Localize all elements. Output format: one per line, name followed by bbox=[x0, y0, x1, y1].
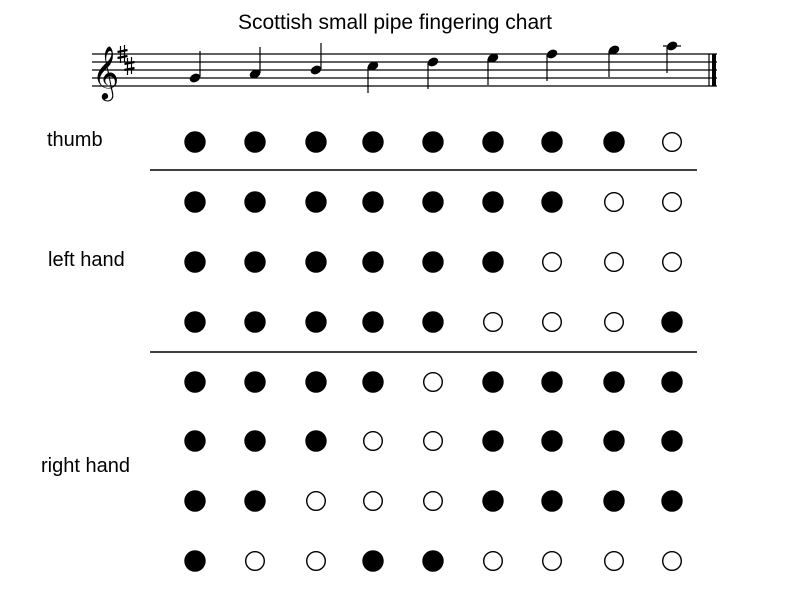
sharp-icon bbox=[117, 48, 128, 54]
closed-hole-r1-D5 bbox=[422, 131, 444, 153]
closed-hole-r6-E5 bbox=[482, 430, 504, 452]
closed-hole-r5-G4 bbox=[184, 371, 206, 393]
note-head-C5 bbox=[367, 61, 379, 71]
sharp-icon bbox=[117, 54, 128, 60]
closed-hole-r3-E5 bbox=[482, 251, 504, 273]
closed-hole-r5-B4 bbox=[305, 371, 327, 393]
closed-hole-r2-G4 bbox=[184, 191, 206, 213]
open-hole-r7-D5 bbox=[423, 491, 444, 512]
closed-hole-r7-A4 bbox=[244, 490, 266, 512]
closed-hole-r6-G4 bbox=[184, 430, 206, 452]
closed-hole-r5-F5 bbox=[541, 371, 563, 393]
closed-hole-r5-G5 bbox=[603, 371, 625, 393]
closed-hole-r2-B4 bbox=[305, 191, 327, 213]
sharp-icon bbox=[124, 66, 135, 72]
note-head-D5 bbox=[427, 57, 439, 67]
closed-hole-r6-B4 bbox=[305, 430, 327, 452]
open-hole-r2-G5 bbox=[604, 191, 625, 212]
closed-hole-r5-E5 bbox=[482, 371, 504, 393]
note-head-F5 bbox=[546, 49, 558, 59]
closed-hole-r4-D5 bbox=[422, 311, 444, 333]
closed-hole-r6-G5 bbox=[603, 430, 625, 452]
closed-hole-r6-A5 bbox=[661, 430, 683, 452]
closed-hole-r7-E5 bbox=[482, 490, 504, 512]
closed-hole-r6-A4 bbox=[244, 430, 266, 452]
closed-hole-r3-G4 bbox=[184, 251, 206, 273]
open-hole-r8-B4 bbox=[306, 551, 327, 572]
closed-hole-r7-F5 bbox=[541, 490, 563, 512]
open-hole-r1-A5 bbox=[662, 131, 683, 152]
closed-hole-r6-F5 bbox=[541, 430, 563, 452]
closed-hole-r5-C5 bbox=[362, 371, 384, 393]
label-right-hand: right hand bbox=[41, 455, 130, 477]
open-hole-r4-G5 bbox=[604, 312, 625, 333]
open-hole-r8-E5 bbox=[483, 551, 504, 572]
barline-thick bbox=[712, 54, 716, 86]
closed-hole-r4-A5 bbox=[661, 311, 683, 333]
closed-hole-r3-B4 bbox=[305, 251, 327, 273]
open-hole-r3-G5 bbox=[604, 251, 625, 272]
open-hole-r7-C5 bbox=[363, 491, 384, 512]
open-hole-r6-C5 bbox=[363, 431, 384, 452]
sharp-icon bbox=[124, 60, 135, 66]
closed-hole-r3-A4 bbox=[244, 251, 266, 273]
closed-hole-r7-G5 bbox=[603, 490, 625, 512]
note-head-B4 bbox=[310, 65, 322, 75]
closed-hole-r2-C5 bbox=[362, 191, 384, 213]
open-hole-r7-B4 bbox=[306, 491, 327, 512]
closed-hole-r1-G5 bbox=[603, 131, 625, 153]
closed-hole-r1-G4 bbox=[184, 131, 206, 153]
closed-hole-r4-A4 bbox=[244, 311, 266, 333]
open-hole-r8-A5 bbox=[662, 551, 683, 572]
note-head-G5 bbox=[608, 45, 620, 55]
open-hole-r3-A5 bbox=[662, 251, 683, 272]
label-left-hand: left hand bbox=[48, 249, 125, 271]
closed-hole-r8-C5 bbox=[362, 550, 384, 572]
treble-clef-icon: 𝄞 bbox=[92, 45, 119, 101]
note-head-A4 bbox=[249, 69, 261, 79]
closed-hole-r1-C5 bbox=[362, 131, 384, 153]
closed-hole-r2-E5 bbox=[482, 191, 504, 213]
closed-hole-r3-D5 bbox=[422, 251, 444, 273]
label-thumb: thumb bbox=[47, 129, 103, 151]
closed-hole-r4-G4 bbox=[184, 311, 206, 333]
closed-hole-r5-A4 bbox=[244, 371, 266, 393]
open-hole-r2-A5 bbox=[662, 191, 683, 212]
closed-hole-r8-D5 bbox=[422, 550, 444, 572]
closed-hole-r7-A5 bbox=[661, 490, 683, 512]
chart-title: Scottish small pipe fingering chart bbox=[238, 11, 552, 34]
note-head-G4 bbox=[189, 73, 201, 83]
closed-hole-r1-E5 bbox=[482, 131, 504, 153]
open-hole-r3-F5 bbox=[542, 251, 563, 272]
open-hole-r6-D5 bbox=[423, 431, 444, 452]
closed-hole-r2-F5 bbox=[541, 191, 563, 213]
closed-hole-r7-G4 bbox=[184, 490, 206, 512]
closed-hole-r1-A4 bbox=[244, 131, 266, 153]
open-hole-r4-F5 bbox=[542, 312, 563, 333]
closed-hole-r1-B4 bbox=[305, 131, 327, 153]
closed-hole-r2-A4 bbox=[244, 191, 266, 213]
open-hole-r8-A4 bbox=[244, 551, 265, 572]
note-head-A5 bbox=[666, 41, 678, 51]
closed-hole-r4-C5 bbox=[362, 311, 384, 333]
closed-hole-r2-D5 bbox=[422, 191, 444, 213]
note-head-E5 bbox=[487, 53, 499, 63]
closed-hole-r1-F5 bbox=[541, 131, 563, 153]
closed-hole-r3-C5 bbox=[362, 251, 384, 273]
closed-hole-r8-G4 bbox=[184, 550, 206, 572]
open-hole-r8-F5 bbox=[542, 551, 563, 572]
open-hole-r8-G5 bbox=[604, 551, 625, 572]
closed-hole-r5-A5 bbox=[661, 371, 683, 393]
closed-hole-r4-B4 bbox=[305, 311, 327, 333]
open-hole-r4-E5 bbox=[483, 312, 504, 333]
open-hole-r5-D5 bbox=[423, 372, 444, 393]
